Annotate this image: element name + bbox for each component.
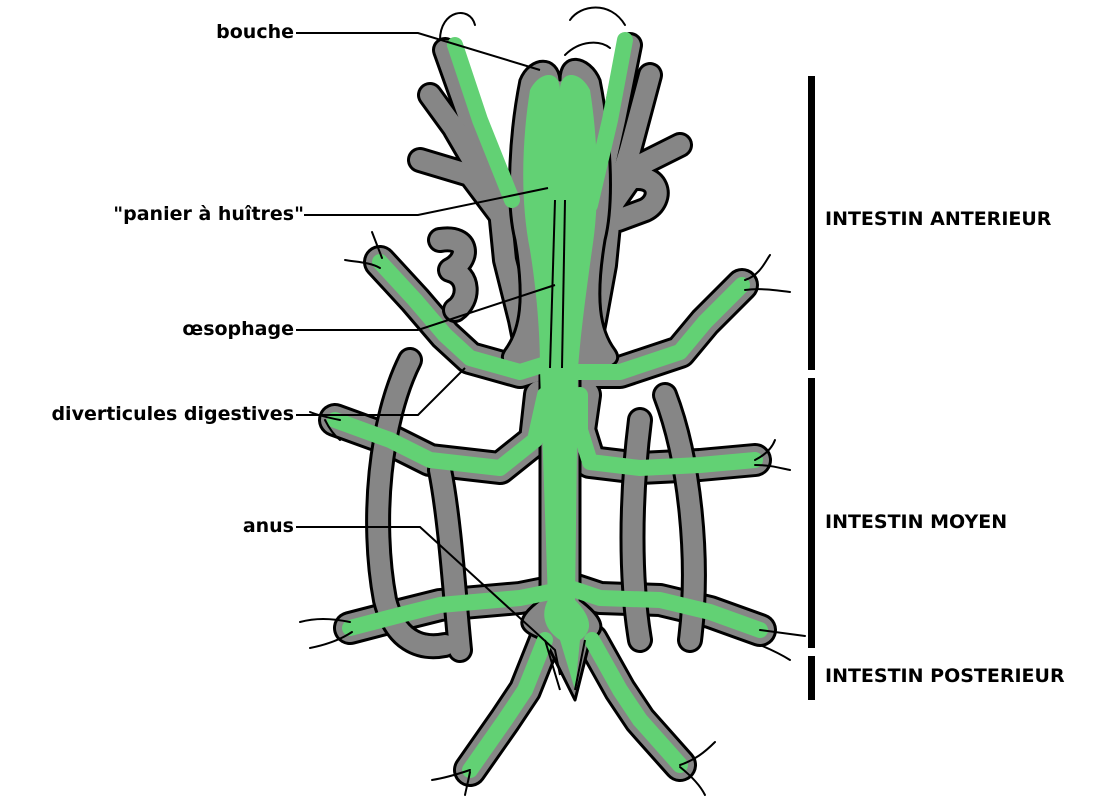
label-diverticules-digestives: diverticules digestives: [51, 405, 294, 424]
bracket-posterieur: [808, 656, 815, 700]
label-bouche: bouche: [216, 23, 294, 42]
region-intestin-moyen: INTESTIN MOYEN: [825, 513, 1007, 532]
leader-bouche: [296, 33, 540, 70]
bracket-moyen: [808, 378, 815, 648]
region-intestin-posterieur: INTESTIN POSTERIEUR: [825, 667, 1065, 686]
region-intestin-anterieur: INTESTIN ANTERIEUR: [825, 210, 1051, 229]
region-brackets: [808, 76, 815, 700]
label-panier-a-huitres: "panier à huîtres": [113, 205, 304, 224]
label-oesophage: œsophage: [182, 320, 294, 339]
bracket-anterieur: [808, 76, 815, 370]
label-anus: anus: [243, 517, 294, 536]
